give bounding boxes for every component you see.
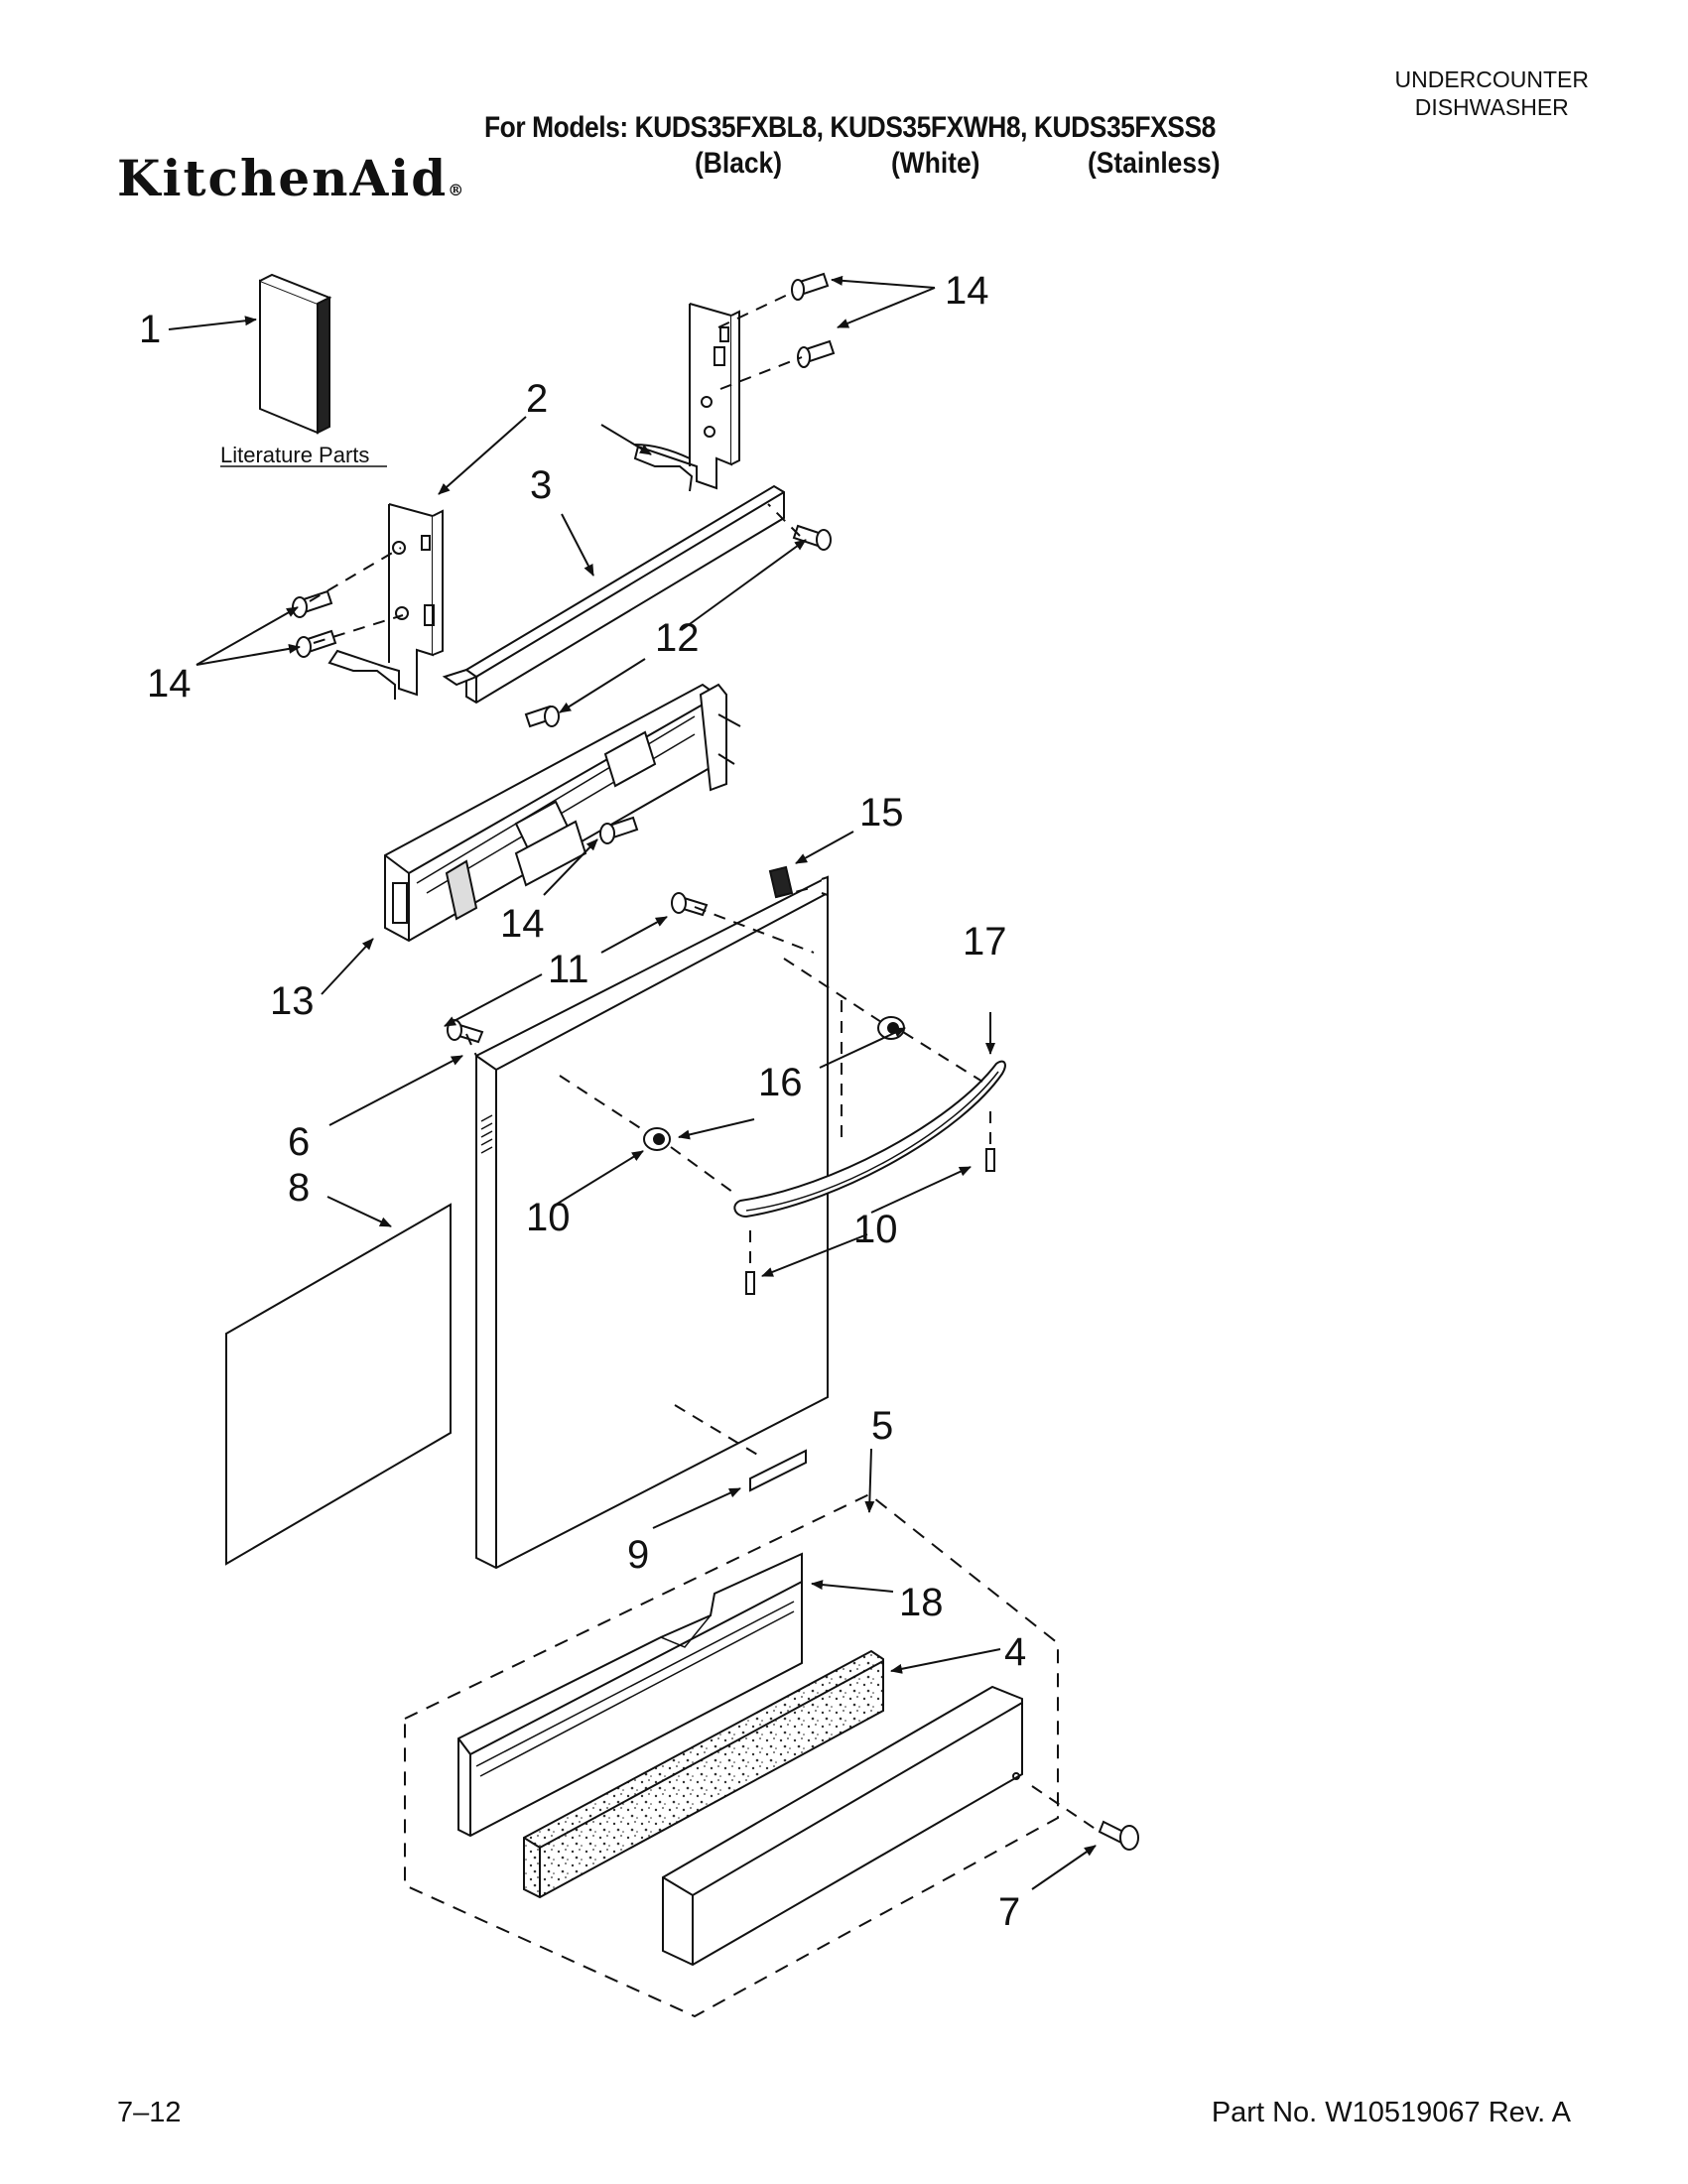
finish-stainless: (Stainless) [1088, 147, 1221, 180]
callout-2: 2 [526, 377, 548, 421]
door-insulation [225, 1203, 452, 1566]
leader-arrows [168, 275, 1097, 1890]
handle-spacer-1 [877, 1016, 905, 1040]
door-handle [733, 1060, 1006, 1295]
callout-6: 6 [288, 1120, 310, 1164]
alignment-lines [309, 291, 1101, 1833]
registered-mark: ® [448, 181, 466, 199]
callout-16: 16 [758, 1061, 803, 1104]
screw-12-right [792, 524, 832, 551]
literature-parts-label: Literature Parts [220, 443, 369, 467]
callout-9: 9 [627, 1533, 649, 1577]
screw-11-upper [671, 892, 709, 917]
handle-spacer-2 [643, 1127, 671, 1151]
finish-white: (White) [891, 147, 980, 180]
part-number: Part No. W10519067 Rev. A [1211, 2097, 1571, 2128]
screw-11-lower [447, 1019, 484, 1044]
callout-4: 4 [1004, 1630, 1026, 1674]
callout-12: 12 [655, 616, 700, 660]
literature-booklet [259, 273, 332, 435]
appliance-line-1: UNDERCOUNTER [1394, 66, 1590, 92]
callout-3: 3 [530, 463, 552, 507]
model-list: For Models: KUDS35FXBL8, KUDS35FXWH8, KU… [484, 111, 1216, 144]
callout-14-left: 14 [147, 662, 192, 706]
access-panel [457, 1552, 803, 1838]
callout-10-right: 10 [853, 1208, 898, 1251]
door-bracket-right [633, 303, 740, 492]
page-number: 7–12 [117, 2097, 182, 2128]
screw-12-left [524, 705, 560, 728]
callout-18: 18 [899, 1581, 944, 1624]
appliance-type: UNDERCOUNTER DISHWASHER [1395, 65, 1590, 121]
callout-17: 17 [963, 920, 1007, 964]
callout-7: 7 [998, 1890, 1020, 1934]
control-assembly [384, 683, 741, 943]
screw-14-mid [599, 816, 639, 844]
finish-black: (Black) [695, 147, 783, 180]
hinge-clip [768, 865, 794, 899]
screw-14-top-1 [791, 272, 830, 301]
screw-7 [1098, 1820, 1139, 1851]
screw-14-top-2 [797, 339, 836, 368]
screw-14-left-1 [292, 589, 333, 618]
callout-10-left: 10 [526, 1196, 571, 1239]
door-channel [442, 484, 785, 705]
appliance-line-2: DISHWASHER [1414, 94, 1569, 120]
callout-8: 8 [288, 1166, 310, 1210]
callout-11: 11 [548, 948, 589, 991]
kick-plate [662, 1685, 1023, 1967]
brand-logo: KitchenAid® [117, 149, 465, 207]
callout-14-top: 14 [945, 269, 989, 313]
callout-5: 5 [871, 1404, 893, 1448]
door-bracket-left [327, 503, 444, 700]
callout-14-mid: 14 [500, 902, 545, 946]
callout-15: 15 [859, 791, 904, 835]
nameplate [749, 1449, 807, 1492]
brand-name: KitchenAid [117, 149, 449, 207]
callout-1: 1 [139, 308, 161, 351]
callout-13: 13 [270, 979, 315, 1023]
toe-panel-group [404, 1492, 1059, 2018]
toe-panel-insulation [523, 1649, 884, 1899]
screw-14-left-2 [296, 629, 337, 658]
outer-door-panel [475, 875, 829, 1570]
